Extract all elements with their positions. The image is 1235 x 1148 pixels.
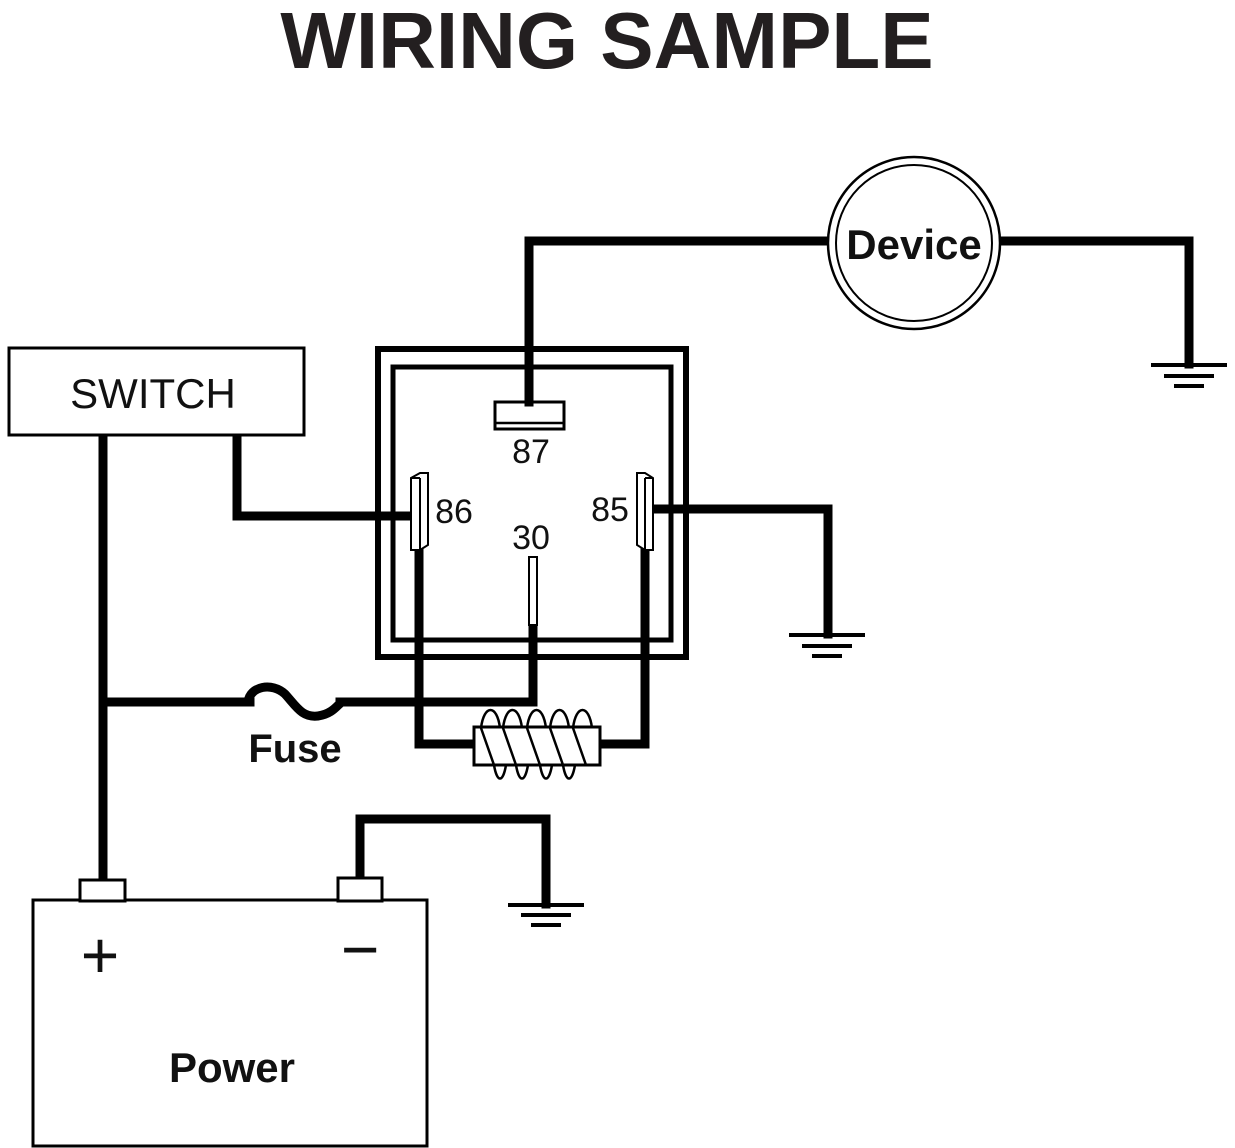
wires: [98, 236, 1194, 909]
fuse-symbol: [243, 682, 345, 721]
relay-pin-85-label: 85: [591, 491, 629, 529]
relay: 87 86 85 30: [375, 346, 689, 660]
coil: [472, 708, 602, 780]
ground-battery: [508, 903, 584, 927]
wire-fuse-to-30: [335, 621, 538, 707]
battery-negative-terminal: [336, 876, 384, 903]
wire-87-to-device: [524, 236, 835, 407]
wire-switch-to-86: [232, 432, 417, 521]
device-label: Device: [846, 221, 981, 268]
battery-body: [31, 898, 429, 1148]
switch-box: [7, 346, 306, 437]
relay-pin-86-label: 86: [435, 493, 473, 531]
ground-device: [1151, 363, 1227, 388]
relay-pin-30: [528, 556, 538, 626]
battery: + − Power: [31, 876, 429, 1148]
coil-winding-top: [479, 708, 594, 729]
battery-label: Power: [169, 1044, 295, 1091]
switch: SWITCH: [7, 346, 306, 437]
wire-device-to-ground: [995, 236, 1194, 369]
switch-label: SWITCH: [70, 370, 236, 417]
device: Device: [826, 155, 1002, 331]
battery-positive-symbol: +: [81, 918, 120, 992]
fuse-label: Fuse: [248, 727, 341, 771]
relay-pin-87-label: 87: [512, 433, 550, 471]
ground-relay-85: [789, 633, 865, 658]
wire-86-to-coil: [414, 545, 479, 749]
coil-winding-front: [479, 727, 588, 766]
battery-positive-terminal: [78, 878, 127, 903]
wire-85-to-ground: [647, 504, 833, 639]
relay-outer-housing: [375, 346, 689, 660]
diagram-title: WIRING SAMPLE: [280, 0, 933, 85]
relay-pin-30-label: 30: [512, 519, 550, 557]
device-outer-circle: [826, 155, 1002, 331]
wire-battery-negative-to-ground: [355, 814, 551, 909]
relay-inner-housing: [390, 364, 674, 643]
wire-coil-to-85: [595, 545, 650, 749]
device-inner-circle: [835, 164, 993, 322]
coil-winding-bottom: [492, 764, 577, 780]
battery-negative-symbol: −: [341, 912, 380, 986]
